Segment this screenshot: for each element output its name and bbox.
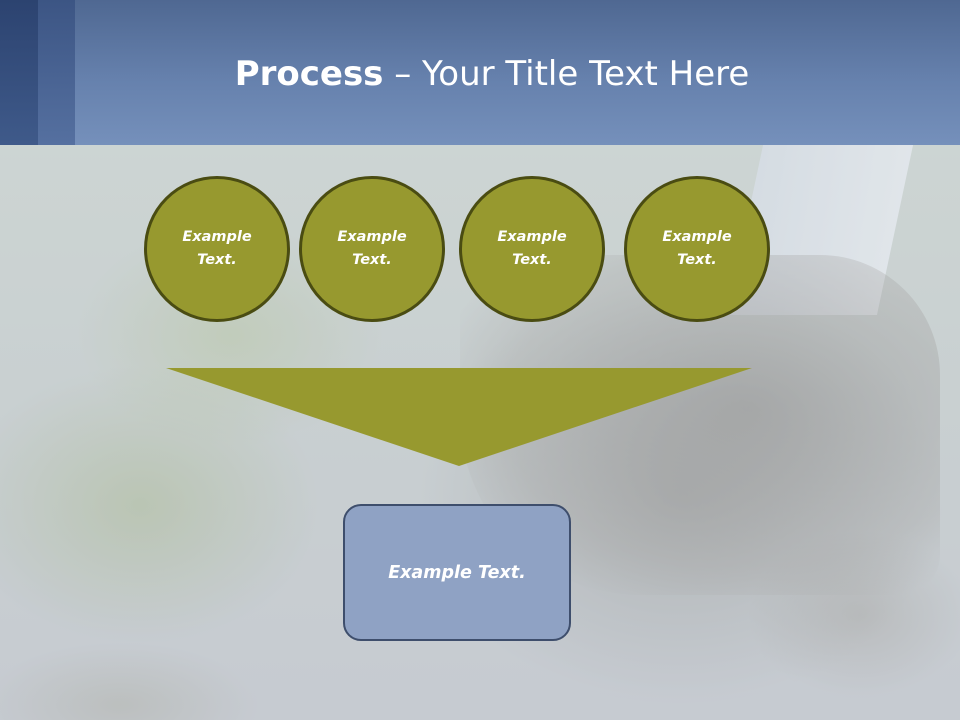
funnel-arrow-shape: [166, 368, 752, 466]
slide-title: Process – Your Title Text Here: [0, 52, 960, 96]
step-circle-4[interactable]: Example Text.: [624, 176, 770, 322]
result-box[interactable]: Example Text.: [343, 504, 571, 641]
slide-title-bold: Process: [234, 54, 384, 94]
title-banner: Process – Your Title Text Here: [0, 0, 960, 145]
step-circle-3[interactable]: Example Text.: [459, 176, 605, 322]
step-circle-2[interactable]: Example Text.: [299, 176, 445, 322]
banner-stripe-mid: [38, 0, 75, 145]
result-box-label: Example Text.: [388, 562, 526, 583]
banner-stripe-dark: [0, 0, 38, 145]
step-circle-4-label: Example Text.: [662, 229, 732, 268]
slide-title-rest: – Your Title Text Here: [383, 54, 750, 94]
step-circle-1-label: Example Text.: [182, 229, 252, 268]
funnel-arrow: [166, 368, 752, 466]
step-circle-2-label: Example Text.: [337, 229, 407, 268]
step-circle-3-label: Example Text.: [497, 229, 567, 268]
step-circle-1[interactable]: Example Text.: [144, 176, 290, 322]
